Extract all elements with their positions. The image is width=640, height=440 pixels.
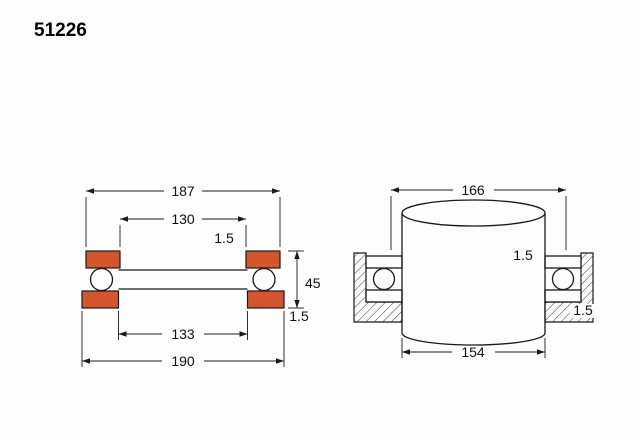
shaft-washer-section	[365, 255, 403, 269]
dim-outer-bottom-label: 190	[171, 353, 195, 369]
arrowhead	[86, 188, 94, 194]
shaft-top-ellipse	[401, 199, 546, 227]
washer-top-right	[245, 250, 281, 269]
dimension-outer-top	[85, 188, 281, 247]
fillet-bottom-label: 1.5	[573, 302, 593, 318]
arrowhead	[402, 349, 410, 355]
ball-left	[89, 267, 114, 292]
arrowhead	[537, 349, 545, 355]
dimension-bore-top	[119, 216, 247, 247]
arrowhead	[391, 187, 399, 193]
shaft-bottom-arc	[401, 332, 546, 346]
ball-right	[252, 267, 276, 292]
shaft-washer-section	[544, 255, 582, 269]
arrowhead	[294, 300, 300, 308]
ball-mount-right	[551, 267, 575, 291]
dim-outer-top-label: 187	[171, 183, 195, 199]
arrowhead	[238, 216, 246, 222]
chamfer-bottom-label: 1.5	[289, 308, 309, 324]
dimension-bore-bottom	[118, 311, 248, 340]
housing-washer-section	[365, 289, 403, 303]
dim-bore-bottom-label: 133	[171, 326, 195, 342]
arrowhead	[239, 331, 248, 337]
dim-top-label: 166	[461, 182, 485, 198]
mounting-view: 166 1.5 1.5	[353, 182, 597, 360]
arrowhead	[120, 216, 128, 222]
fillet-top-label: 1.5	[513, 247, 533, 263]
arrowhead	[294, 251, 300, 259]
dimension-height	[288, 250, 304, 309]
section-view: 187 130 1.5 45	[81, 183, 321, 369]
chamfer-top-label: 1.5	[214, 230, 234, 246]
arrowhead	[558, 187, 566, 193]
arrowhead	[82, 358, 90, 364]
shaft	[401, 199, 546, 346]
arrowhead	[276, 358, 284, 364]
washer-bottom-right	[246, 290, 285, 309]
dimension-housing-abutment	[390, 187, 567, 250]
dim-bore-top-label: 130	[171, 211, 195, 227]
dim-bottom-label: 154	[461, 344, 485, 360]
bearing-right	[544, 255, 582, 303]
dimension-shaft-abutment	[401, 338, 546, 358]
washer-top-left	[85, 250, 121, 269]
part-number-title: 51226	[34, 20, 87, 41]
arrowhead	[272, 188, 280, 194]
ball-mount-left	[372, 267, 396, 291]
housing-washer-section	[544, 289, 582, 303]
dimension-outer-bottom	[81, 311, 285, 367]
dim-height-label: 45	[305, 275, 321, 291]
label-halo	[570, 304, 597, 318]
washer-bottom-left	[81, 290, 120, 309]
arrowhead	[118, 331, 127, 337]
